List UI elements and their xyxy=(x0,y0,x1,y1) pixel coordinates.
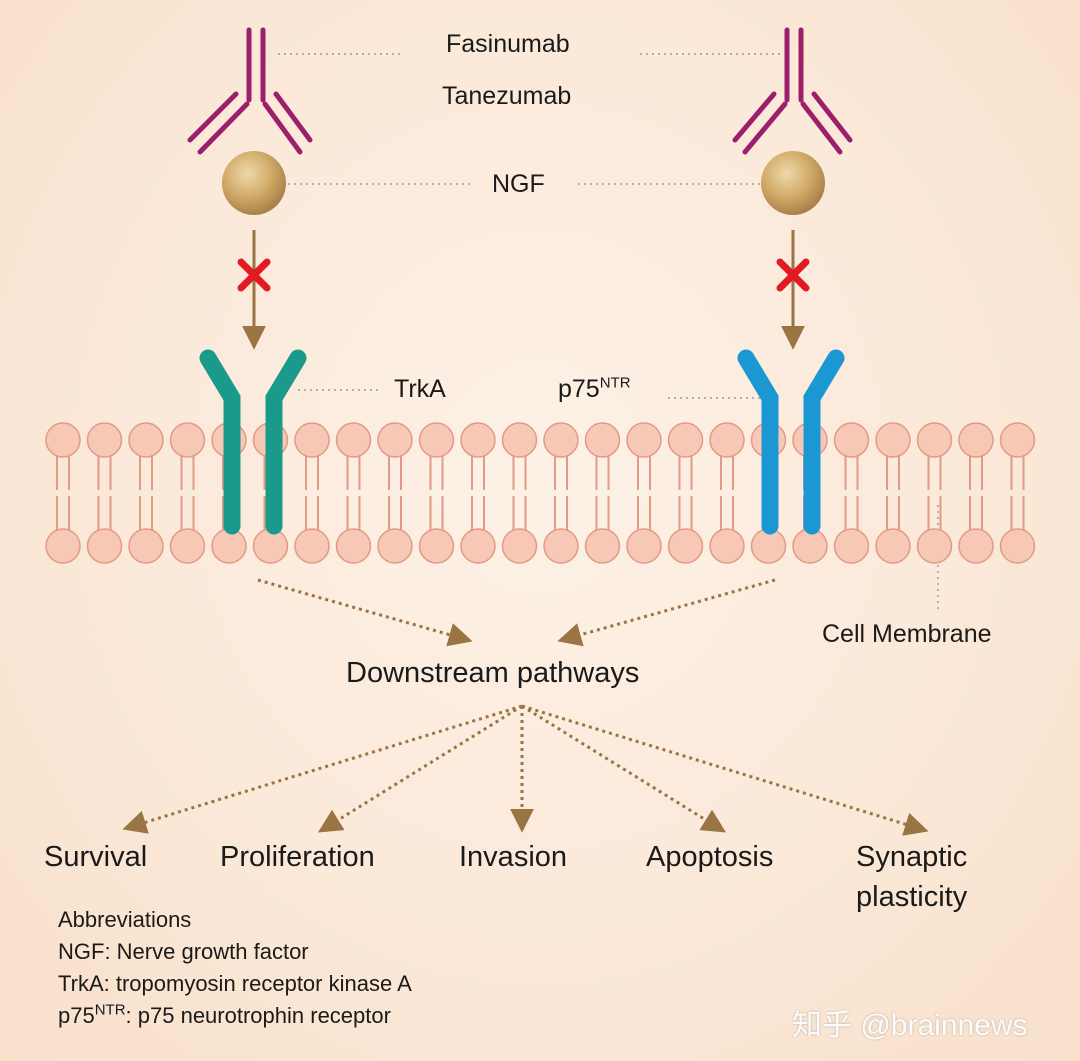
block-x-icon-right xyxy=(776,258,810,292)
outcome-survival: Survival xyxy=(44,841,148,873)
lipid-head xyxy=(377,422,413,458)
fasinumab-label: Fasinumab xyxy=(446,30,570,58)
lipid-head xyxy=(916,528,953,564)
p75ntr-label: p75NTR xyxy=(558,374,631,403)
lipid-head xyxy=(294,422,330,458)
outcome-synaptic: Synaptic xyxy=(856,841,968,873)
lipid-tails xyxy=(180,454,195,532)
abbreviations-block: Abbreviations NGF: Nerve growth factor T… xyxy=(58,904,412,1032)
lipid-head xyxy=(543,528,579,564)
lipid-head xyxy=(211,528,247,564)
lipid-tails xyxy=(678,454,693,532)
lipid-head xyxy=(999,528,1036,564)
lipid-head xyxy=(501,528,538,564)
lipid-head xyxy=(875,528,911,564)
lipid-head xyxy=(169,528,206,564)
lipid-head xyxy=(501,422,538,458)
tanezumab-label: Tanezumab xyxy=(442,82,572,110)
lipid-tails xyxy=(512,454,527,532)
lipid-head xyxy=(169,422,206,458)
lipid-head xyxy=(86,528,123,564)
lipid-head xyxy=(335,528,372,564)
lipid-tails xyxy=(969,454,983,532)
lipid-head xyxy=(584,528,621,564)
lipid-tails xyxy=(56,454,70,532)
outcome-proliferation: Proliferation xyxy=(220,841,375,873)
lipid-head xyxy=(916,422,953,458)
converging-arrows xyxy=(257,578,776,647)
outcome-plasticity: plasticity xyxy=(856,881,968,913)
lipid-tails xyxy=(388,454,402,532)
lipid-head xyxy=(999,422,1036,458)
lipid-head xyxy=(86,422,123,458)
abbrev-ngf: NGF: Nerve growth factor xyxy=(58,939,309,964)
block-x-icon-left xyxy=(237,258,271,292)
lipid-head xyxy=(709,422,745,458)
lipid-tails xyxy=(844,454,859,532)
lipid-tails xyxy=(886,454,900,532)
lipid-head xyxy=(128,528,164,564)
lipid-tails xyxy=(595,454,610,532)
lipid-tails xyxy=(97,454,112,532)
lipid-head xyxy=(252,528,289,564)
antibody-icon-left xyxy=(187,27,313,155)
lipid-head xyxy=(418,422,455,458)
watermark: 知乎 @brainnews xyxy=(792,1009,1028,1042)
lipid-head xyxy=(626,528,662,564)
antibody-icon-right xyxy=(732,27,853,155)
lipid-head xyxy=(584,422,621,458)
lipid-head xyxy=(833,422,870,458)
lipid-tails xyxy=(139,454,153,532)
outcome-invasion: Invasion xyxy=(459,841,568,873)
abbrev-p75ntr: p75NTR: p75 neurotrophin receptor xyxy=(58,1001,391,1028)
p75-receptor-icon xyxy=(737,349,845,535)
lipid-tails xyxy=(429,454,444,532)
lipid-head xyxy=(460,422,496,458)
lipid-tails xyxy=(1010,454,1025,532)
abbrev-trka: TrkA: tropomyosin receptor kinase A xyxy=(58,971,412,996)
ngf-ball-icon-left xyxy=(222,151,286,215)
lipid-tails xyxy=(305,454,319,532)
lipid-head xyxy=(958,528,994,564)
outcome-apoptosis: Apoptosis xyxy=(646,841,774,873)
downstream-pathways-label: Downstream pathways xyxy=(346,657,640,689)
lipid-head xyxy=(709,528,745,564)
lipid-head xyxy=(667,422,704,458)
guide-lines xyxy=(258,53,939,612)
lipid-head xyxy=(45,422,81,458)
lipid-head xyxy=(543,422,579,458)
trka-receptor-icon xyxy=(199,349,307,535)
lipid-tails xyxy=(554,454,568,532)
lipid-head xyxy=(335,422,372,458)
lipid-head xyxy=(958,422,994,458)
lipid-head xyxy=(418,528,455,564)
lipid-bilayer xyxy=(45,422,1036,564)
lipid-head xyxy=(460,528,496,564)
lipid-tails xyxy=(346,454,361,532)
lipid-tails xyxy=(637,454,651,532)
lipid-tails xyxy=(720,454,734,532)
ngf-label: NGF xyxy=(492,170,545,198)
lipid-head xyxy=(45,528,81,564)
abbreviations-title: Abbreviations xyxy=(58,907,192,932)
lipid-head xyxy=(626,422,662,458)
lipid-head xyxy=(875,422,911,458)
lipid-head xyxy=(833,528,870,564)
lipid-head xyxy=(377,528,413,564)
ngf-ball-icon-right xyxy=(761,151,825,215)
lipid-head xyxy=(667,528,704,564)
lipid-tails xyxy=(471,454,485,532)
diverging-arrows xyxy=(122,704,929,836)
cell-membrane-label: Cell Membrane xyxy=(822,620,992,648)
lipid-tails xyxy=(927,454,942,532)
trka-label: TrkA xyxy=(394,375,446,403)
lipid-head xyxy=(128,422,164,458)
lipid-head xyxy=(294,528,330,564)
